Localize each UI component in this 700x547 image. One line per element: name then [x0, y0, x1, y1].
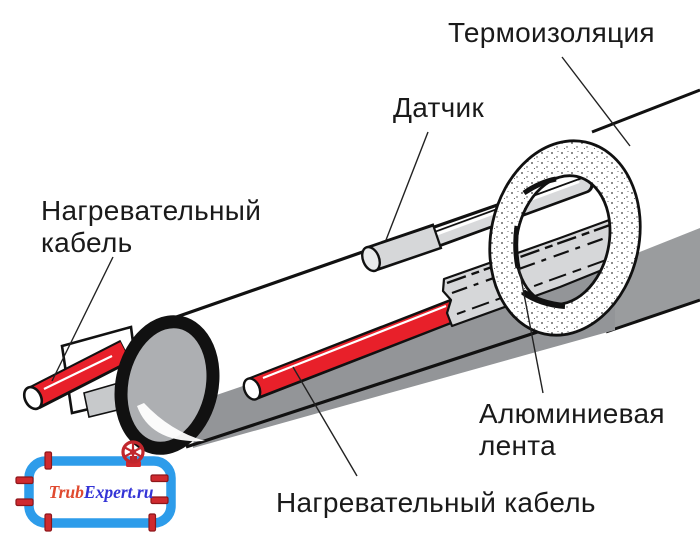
- cable-highlight: [43, 355, 113, 390]
- flange: [150, 474, 169, 483]
- leader-sensor: [385, 131, 429, 241]
- jacket-shadow-band: [607, 228, 700, 331]
- flange: [44, 513, 53, 532]
- flange: [44, 451, 53, 470]
- ring-shadow-bottom: [521, 289, 566, 309]
- flange: [148, 513, 157, 532]
- logo-text-trub: Trub: [48, 482, 84, 502]
- sensor-sleeve: [367, 226, 440, 270]
- flange: [150, 496, 169, 505]
- label-line: Нагревательный: [41, 195, 262, 226]
- valve-hub: [130, 449, 136, 455]
- cable-end-cap: [22, 385, 44, 411]
- label-sensor: Датчик: [393, 92, 485, 123]
- label-heating-cable-side: Нагревательный кабель: [41, 195, 261, 259]
- tape-crease-top: [446, 223, 611, 285]
- heating-cable-right: [242, 292, 475, 401]
- logo-pipe-frame: [24, 456, 176, 528]
- label-line: лента: [479, 430, 556, 461]
- tape-crease-bottom: [456, 259, 607, 315]
- pipe-end-reflection: [137, 403, 205, 442]
- leader-tape: [518, 267, 544, 394]
- leader-cable-bottom: [292, 366, 358, 477]
- cable-highlight: [262, 304, 447, 380]
- cable-end-cap: [242, 377, 262, 401]
- valve-icon: [121, 440, 145, 467]
- logo-flanges: [15, 451, 169, 532]
- logo-text: TrubExpert.ru: [38, 482, 164, 503]
- pipe-top-edge: [161, 194, 524, 324]
- label-line: кабель: [41, 227, 133, 258]
- sensor-end-cap: [361, 245, 381, 273]
- logo-text-expert: Expert.ru: [83, 482, 154, 502]
- label-line: Алюминиевая: [479, 398, 665, 429]
- logo: [15, 440, 176, 532]
- tape-crease-mid: [451, 235, 609, 295]
- label-insulation: Термоизоляция: [448, 17, 655, 48]
- cable-red-body: [247, 296, 472, 398]
- label-aluminum-tape: Алюминиевая лента: [479, 398, 665, 462]
- leader-cable-left: [51, 256, 114, 382]
- pipe-open-end: [114, 315, 220, 455]
- pipe-bottom-edge: [185, 320, 569, 449]
- heating-cable-left: [22, 339, 132, 411]
- ring-shadow-top: [522, 176, 557, 196]
- jacket-top-edge: [591, 88, 700, 134]
- insulation-ring: [488, 139, 642, 337]
- label-heating-cable-bottom: Нагревательный кабель: [276, 487, 596, 518]
- flange: [15, 498, 34, 507]
- leader-insulation: [561, 56, 631, 147]
- leader-lines: [51, 56, 631, 477]
- cable-red-body: [28, 342, 130, 407]
- flange: [15, 476, 34, 485]
- ring-shadow-left: [513, 225, 521, 269]
- jacket-bottom-edge: [605, 298, 700, 334]
